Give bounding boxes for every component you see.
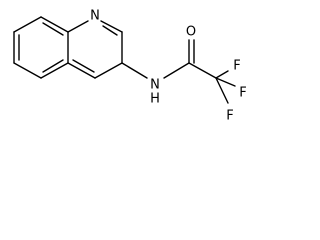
bond xyxy=(40,62,69,79)
ring-nitrogen-label: N xyxy=(90,9,100,24)
amide-hydrogen-label: H xyxy=(150,92,160,107)
bond xyxy=(163,62,190,79)
fluorine-top-label: F xyxy=(233,59,240,74)
benzene-ring xyxy=(13,16,69,79)
chemical-structure: N N H O F F F xyxy=(13,9,247,124)
bond xyxy=(188,62,217,79)
bond xyxy=(94,62,123,79)
bond xyxy=(67,20,89,33)
carbonyl-oxygen-label: O xyxy=(186,25,196,40)
bond xyxy=(13,16,42,33)
trifluoroacetamide-group: N H O F F F xyxy=(121,25,247,124)
fluorine-right-label: F xyxy=(239,86,246,101)
bond xyxy=(121,62,148,79)
fluorine-bottom-label: F xyxy=(226,109,233,124)
bond xyxy=(100,20,123,33)
bond xyxy=(13,62,42,79)
bond xyxy=(40,16,69,33)
amide-nitrogen-label: N xyxy=(150,78,160,93)
bond xyxy=(215,70,229,79)
double-bond-inner xyxy=(42,59,64,73)
bond xyxy=(215,77,229,104)
bond xyxy=(67,62,96,79)
double-bond-inner xyxy=(102,25,118,36)
quinoline-ring-system: N xyxy=(13,9,123,79)
double-bond-inner xyxy=(72,59,95,73)
pyridine-ring xyxy=(67,20,123,79)
bond xyxy=(215,77,236,87)
double-bond-inner xyxy=(42,22,64,36)
